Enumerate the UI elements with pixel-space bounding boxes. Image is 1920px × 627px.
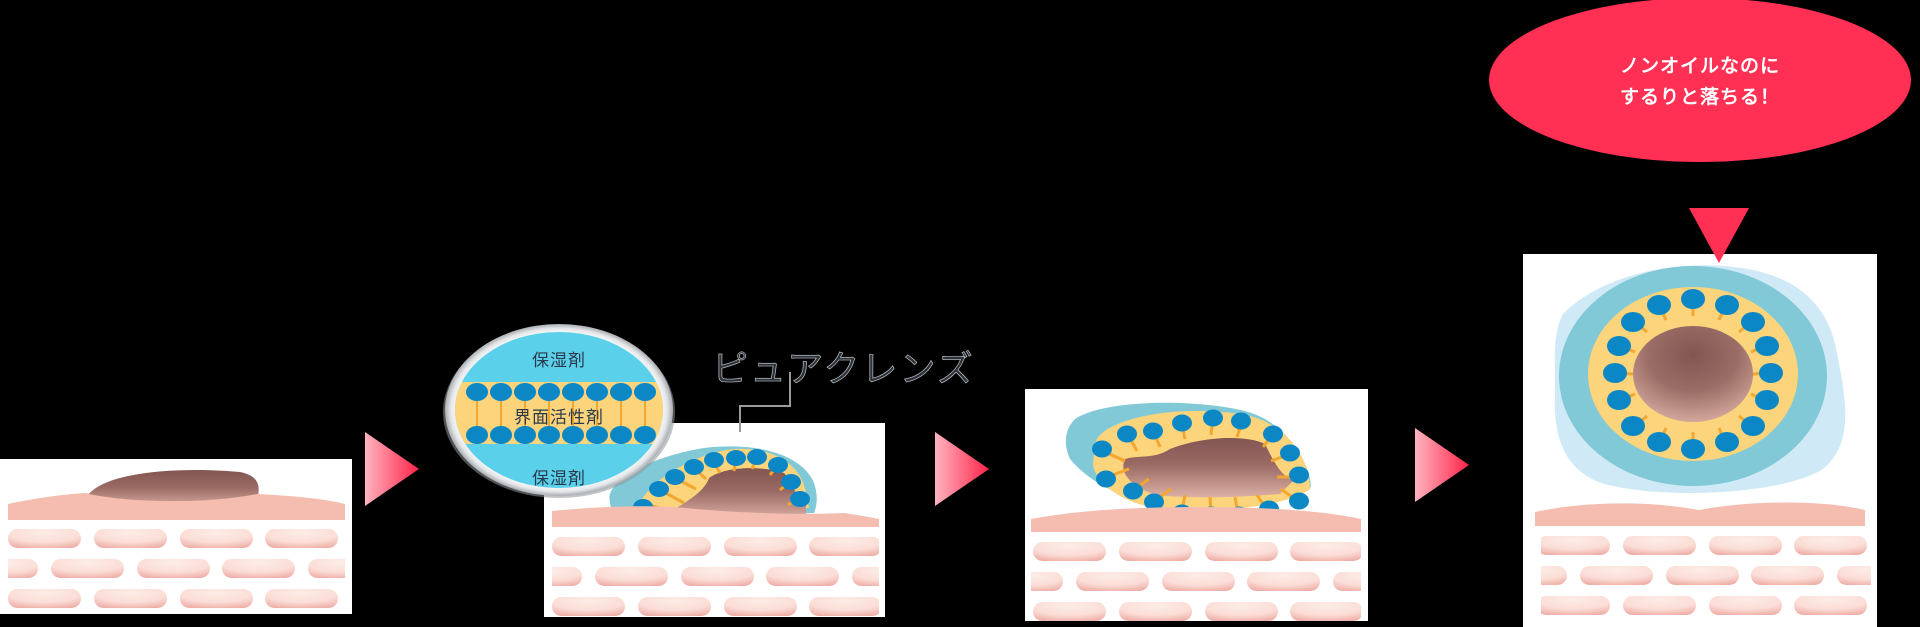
skin-surface xyxy=(8,493,345,520)
arrow-right-icon xyxy=(935,432,991,508)
product-label: ピュアクレンズ xyxy=(712,349,975,391)
dirt-blob xyxy=(84,469,259,509)
callout-bubble: ノンオイルなのに するりと落ちる！ xyxy=(1489,0,1920,164)
callout-line-1: ノンオイルなのに xyxy=(1619,55,1780,77)
arrow-right-icon xyxy=(1415,428,1471,504)
arrow-down-icon xyxy=(1689,208,1751,264)
arrow-right-icon xyxy=(365,432,421,508)
surfactant-label: 界面活性剤 xyxy=(514,408,604,428)
leader-line xyxy=(739,372,791,432)
step-3-panel xyxy=(1025,389,1368,621)
step-2-panel xyxy=(544,423,885,617)
step-1-illustration xyxy=(8,469,345,608)
step-4-panel xyxy=(1523,254,1877,627)
magnifier-detail: 保湿剤 界面活性剤 保湿剤 xyxy=(443,322,675,498)
moisturizer-label-top: 保湿剤 xyxy=(532,351,586,371)
moisturizer-label-bottom: 保湿剤 xyxy=(532,469,586,489)
callout-line-2: するりと落ちる！ xyxy=(1619,86,1780,108)
step-3-illustration xyxy=(1031,402,1361,621)
step-4-illustration xyxy=(1535,265,1871,615)
step-2-illustration xyxy=(552,446,879,616)
step-1-panel xyxy=(0,459,352,614)
